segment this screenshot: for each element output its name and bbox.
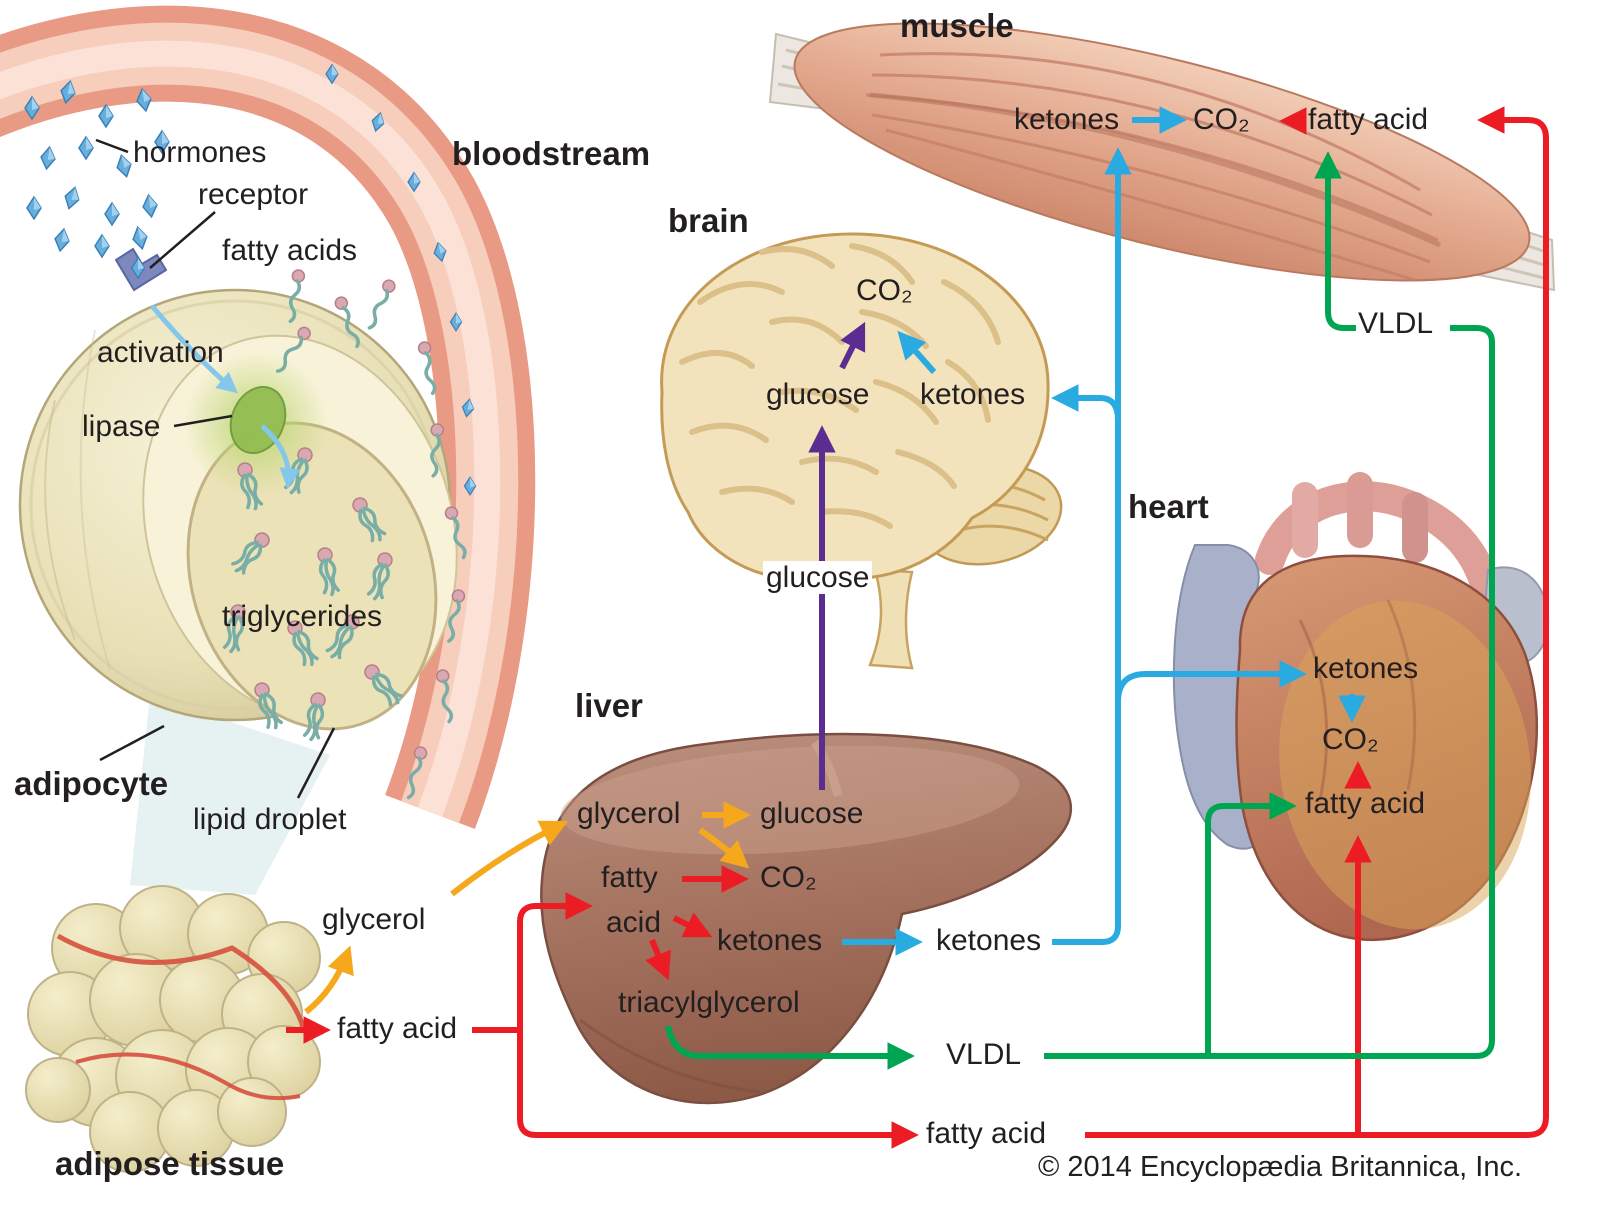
- pointer-lipase: [173, 414, 233, 428]
- capillary-line: [56, 933, 307, 1031]
- arrow-adipose-to-glycerol: [304, 945, 354, 1015]
- vldl-top-label: VLDL: [1358, 307, 1434, 340]
- heart-co2-label: CO₂: [1322, 723, 1379, 756]
- fatty-acid-pathway: [286, 106, 1549, 1149]
- liver-title: liver: [575, 687, 643, 724]
- fatty-acid-bottom-label: fatty acid: [926, 1117, 1047, 1150]
- ketones-mid-label: ketones: [936, 924, 1042, 957]
- brain-co2-label: CO₂: [856, 274, 913, 307]
- liver-co2-label: CO₂: [760, 861, 817, 894]
- arrow-receptor-activation: [150, 304, 239, 394]
- brain-glucose-label: glucose: [766, 378, 870, 411]
- capillary-line: [75, 1052, 301, 1101]
- adipocyte-title: adipocyte: [14, 765, 169, 802]
- muscle-co2-label: CO₂: [1193, 103, 1250, 136]
- metabolic-arrows: [150, 106, 1549, 1149]
- muscle-title: muscle: [900, 7, 1014, 44]
- arrow-ketones-to-brain: [1051, 384, 1121, 421]
- muscle-ketones-label: ketones: [1014, 103, 1120, 136]
- pointer-lines: [95, 138, 336, 799]
- heart-fatty-acid-label: fatty acid: [1305, 787, 1426, 820]
- glucose-pathway: [808, 321, 866, 790]
- arrow-liver-glycerol-to-co2: [698, 827, 750, 869]
- lipid-droplet-label: lipid droplet: [193, 803, 347, 836]
- liver-glycerol-label: glycerol: [577, 797, 681, 830]
- triglycerides-label: triglycerides: [222, 600, 383, 633]
- zoom-cone: [130, 695, 330, 895]
- brain-ketones-label: ketones: [920, 378, 1026, 411]
- heart-illustration: [1172, 472, 1550, 941]
- arrow-ketones-to-heart: [1115, 660, 1307, 703]
- copyright-notice: © 2014 Encyclopædia Britannica, Inc.: [1038, 1151, 1523, 1183]
- pointer-receptor: [149, 211, 216, 269]
- arrow-glycerol-to-liver: [450, 820, 569, 897]
- brain-title: brain: [668, 202, 749, 239]
- activation-label: activation: [97, 336, 224, 369]
- arrow-lipase-to-droplet: [260, 424, 301, 490]
- pointer-hormones: [95, 138, 129, 154]
- arrow-brain-ketones-to-co2: [897, 330, 937, 374]
- heart-ketones-label: ketones: [1313, 652, 1419, 685]
- vldl-line-right: [1044, 325, 1495, 1059]
- liver-acid-label: acid: [606, 906, 662, 939]
- glycerol-pathway: [304, 801, 751, 1015]
- fatty-acid-left-label: fatty acid: [337, 1012, 458, 1045]
- receptor-label: receptor: [198, 178, 309, 211]
- vldl-pathway: [665, 151, 1495, 1070]
- heart-title: heart: [1128, 488, 1209, 525]
- arrow-liver-acid-to-triacylglycerol: [645, 938, 671, 981]
- arrow-fattyacid-to-liver: [517, 892, 593, 1030]
- pointer-adipocyte: [99, 724, 165, 762]
- arrow-liver-acid-to-ketones: [672, 912, 713, 938]
- muscle-striations: [865, 52, 1442, 282]
- arrow-vldl-to-muscle: [1314, 151, 1356, 331]
- vldl-bottom-label: VLDL: [946, 1038, 1022, 1071]
- liver-ketones-label: ketones: [717, 924, 823, 957]
- ketones-pathway: [842, 106, 1366, 956]
- liver-fatty-label: fatty: [601, 861, 658, 894]
- muscle-illustration: [768, 22, 1556, 292]
- arrow-fattyacid-to-muscle: [1085, 106, 1549, 1138]
- bloodstream-label: bloodstream: [452, 135, 651, 172]
- liver-illustration: [540, 732, 1072, 1105]
- brain-illustration: [660, 232, 1063, 670]
- arrow-fattyacid-bottom-line: [517, 1030, 919, 1149]
- glucose-mid-label: glucose: [763, 561, 873, 594]
- hormones-label: hormones: [133, 136, 267, 169]
- muscle-fatty-acid-label: fatty acid: [1308, 103, 1429, 136]
- arrow-ketones-to-muscle: [1052, 147, 1132, 945]
- arrow-liver-to-vldl: [665, 1025, 915, 1070]
- triacylglycerol-label: triacylglycerol: [618, 986, 800, 1019]
- adipose-tissue-cluster: [25, 885, 321, 1173]
- arrow-vldl-to-heart: [1205, 792, 1297, 1056]
- fatty-acids-label: fatty acids: [222, 234, 358, 267]
- lipase-label: lipase: [82, 410, 161, 443]
- activation-arrows: [150, 304, 301, 490]
- pointer-lipid-droplet: [296, 727, 336, 799]
- liver-glucose-label: glucose: [760, 797, 864, 830]
- adipose-tissue-title: adipose tissue: [55, 1145, 285, 1182]
- glycerol-left-label: glycerol: [322, 903, 426, 936]
- arrow-brain-glucose-to-co2: [839, 321, 866, 370]
- blood-vessel: [0, 5, 536, 830]
